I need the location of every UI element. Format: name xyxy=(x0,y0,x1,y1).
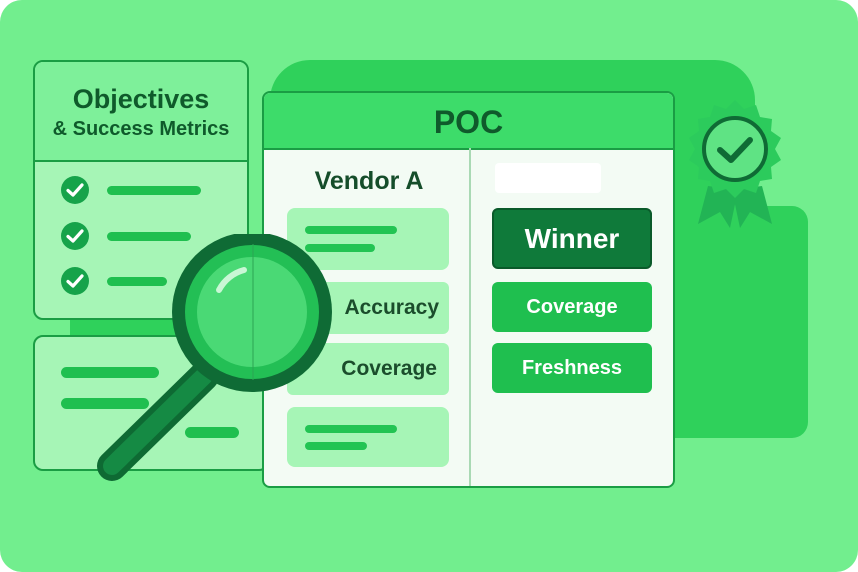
objectives-subtitle: & Success Metrics xyxy=(52,118,230,140)
poc-panel: POC Vendor A Accuracy Coverage Winner Co… xyxy=(262,91,675,488)
poc-header: POC xyxy=(264,93,673,150)
checklist-row xyxy=(60,221,230,251)
winner-badge: Winner xyxy=(492,208,652,269)
checklist-row xyxy=(60,266,230,296)
check-circle-icon xyxy=(61,176,89,204)
placeholder-line xyxy=(305,244,375,252)
checklist-line xyxy=(107,277,167,286)
checklist-line xyxy=(107,186,201,195)
vendor-b-label-placeholder xyxy=(495,163,601,193)
column-divider xyxy=(469,148,471,486)
notes-line xyxy=(61,398,149,409)
objectives-title: Objectives xyxy=(72,84,210,114)
check-circle-icon xyxy=(61,222,89,250)
winner-metric-coverage: Coverage xyxy=(492,282,652,332)
vendor-label: Vendor A xyxy=(314,167,424,195)
placeholder-line xyxy=(305,226,397,234)
poc-title: POC xyxy=(433,104,504,140)
magnifier-icon xyxy=(97,234,332,481)
notes-line xyxy=(185,427,239,438)
placeholder-line xyxy=(305,425,397,433)
winner-metric-freshness: Freshness xyxy=(492,343,652,393)
award-badge-icon xyxy=(689,100,781,228)
placeholder-line xyxy=(305,442,367,450)
checklist-row xyxy=(60,175,230,205)
vendor-row-placeholder xyxy=(287,208,449,270)
check-circle-icon xyxy=(61,267,89,295)
objectives-header: Objectives & Success Metrics xyxy=(35,62,247,162)
notes-line xyxy=(61,367,159,378)
checklist-line xyxy=(107,232,191,241)
vendor-row-placeholder xyxy=(287,407,449,467)
